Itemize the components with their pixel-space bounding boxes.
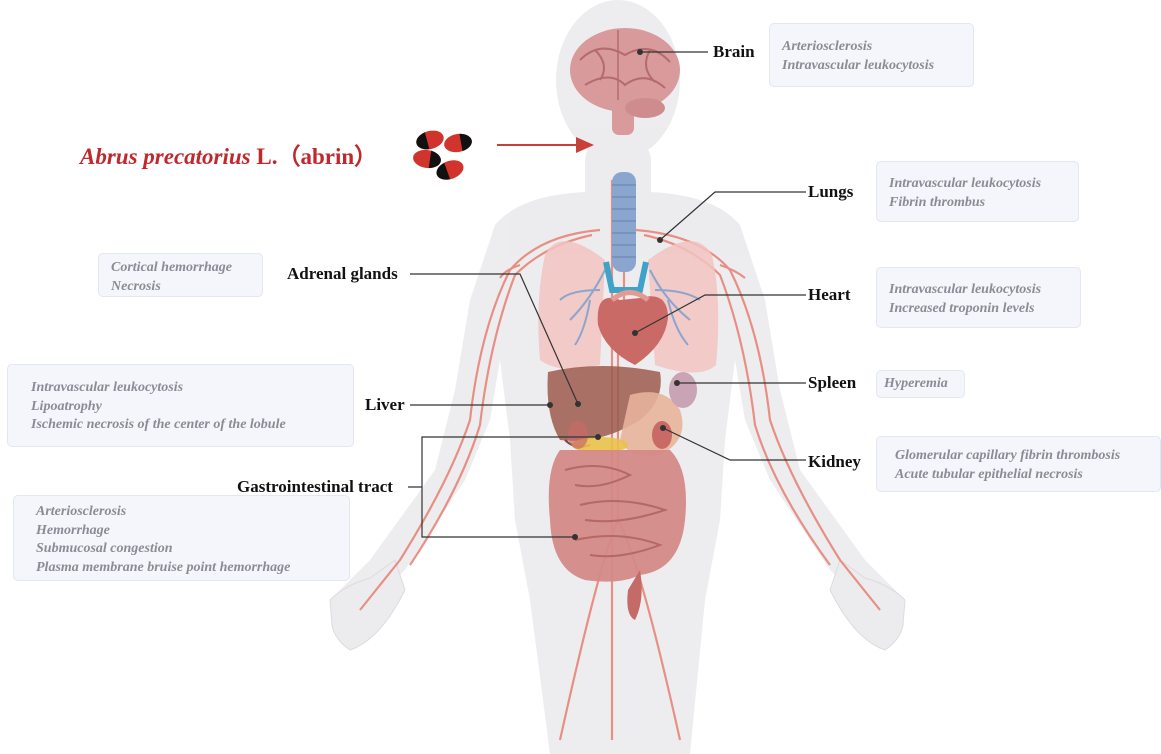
species-name: Abrus precatorius [80, 144, 251, 169]
finding-text: Ischemic necrosis of the center of the l… [31, 416, 330, 435]
liver-label: Liver [365, 395, 405, 415]
finding-text: Plasma membrane bruise point hemorrhage [36, 559, 327, 578]
lungs-label: Lungs [808, 182, 853, 202]
finding-text: Cortical hemorrhage [111, 259, 250, 278]
gi-findings-box: Arteriosclerosis Hemorrhage Submucosal c… [13, 495, 350, 581]
kidney-findings-box: Glomerular capillary fibrin thrombosis A… [876, 436, 1161, 492]
heart-label: Heart [808, 285, 850, 305]
finding-text: Intravascular leukocytosis [889, 175, 1066, 194]
toxin-title: Abrus precatorius L.（abrin） [80, 137, 377, 171]
spleen-icon [669, 372, 697, 408]
heart-findings-box: Intravascular leukocytosis Increased tro… [876, 267, 1081, 328]
spleen-findings-box: Hyperemia [876, 370, 965, 398]
abrus-seed-icon [412, 128, 473, 184]
adrenal-label: Adrenal glands [287, 264, 398, 284]
finding-text: Increased troponin levels [889, 300, 1068, 319]
finding-text: Fibrin thrombus [889, 194, 1066, 213]
lungs-findings-box: Intravascular leukocytosis Fibrin thromb… [876, 161, 1079, 222]
finding-text: Arteriosclerosis [36, 503, 327, 522]
finding-text: Intravascular leukocytosis [889, 281, 1068, 300]
liver-findings-box: Intravascular leukocytosis Lipoatrophy I… [7, 364, 354, 447]
brain-label: Brain [713, 42, 755, 62]
finding-text: Hemorrhage [36, 522, 327, 541]
finding-text: Arteriosclerosis [782, 38, 961, 57]
finding-text: Necrosis [111, 278, 250, 297]
adrenal-findings-box: Cortical hemorrhage Necrosis [98, 253, 263, 297]
finding-text: Hyperemia [884, 375, 957, 394]
brain-findings-box: Arteriosclerosis Intravascular leukocyto… [769, 23, 974, 87]
finding-text: Acute tubular epithelial necrosis [895, 466, 1142, 485]
finding-text: Intravascular leukocytosis [782, 57, 961, 76]
gi-label: Gastrointestinal tract [237, 477, 393, 497]
finding-text: Submucosal congestion [36, 540, 327, 559]
finding-text: Lipoatrophy [31, 398, 330, 417]
finding-text: Intravascular leukocytosis [31, 379, 330, 398]
toxin-name: L.（abrin） [251, 144, 378, 169]
spleen-label: Spleen [808, 373, 856, 393]
trachea-icon [612, 172, 636, 272]
finding-text: Glomerular capillary fibrin thrombosis [895, 447, 1142, 466]
kidney-label: Kidney [808, 452, 861, 472]
